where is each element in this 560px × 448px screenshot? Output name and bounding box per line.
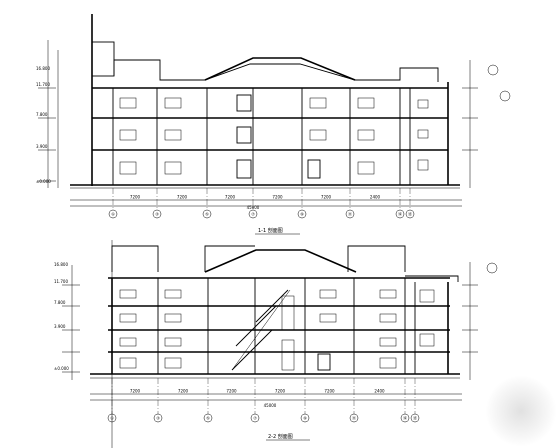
bay-dimension: 2400 (374, 389, 385, 394)
axis-label: ⑬ (413, 415, 417, 421)
axis-label: ⑬ (408, 211, 412, 217)
axis-label: ⑤ (205, 212, 209, 217)
bay-dimension: 7200 (177, 195, 188, 200)
grid-axes-2 (107, 378, 420, 423)
axis-label: ① (110, 416, 114, 421)
axis-label: ⑨ (303, 416, 307, 421)
axis-label: ③ (156, 416, 160, 421)
axis-label: ⑨ (300, 212, 304, 217)
level-mark: 3.900 (36, 144, 48, 149)
roof-profile (113, 59, 439, 82)
axis-label: ⑤ (206, 416, 210, 421)
axis-label: ⑦ (253, 416, 257, 421)
parapet-tower (91, 41, 115, 77)
bay-dimension: 7200 (324, 389, 335, 394)
level-mark: ±0.000 (36, 179, 51, 184)
bay-dimension: 7200 (226, 389, 237, 394)
level-mark: 7.800 (36, 112, 48, 117)
axis-label: ⑫ (398, 211, 402, 217)
openings-2 (119, 289, 435, 371)
axis-label: ⑪ (352, 415, 356, 421)
level-mark: 7.800 (54, 300, 66, 305)
bay-dimension: 7200 (225, 195, 236, 200)
level-mark: 16.800 (36, 66, 50, 71)
bay-dimension: 7200 (321, 195, 332, 200)
openings-1 (119, 94, 429, 179)
total-dimension-1: 45000 (247, 205, 260, 210)
grid-axes-1 (108, 188, 415, 219)
level-mark: ±0.000 (54, 366, 69, 371)
section-1-1: 45000 1-1 剖面图 (38, 14, 511, 235)
section-title-1: 1-1 剖面图 (258, 227, 283, 234)
columns-2 (111, 278, 449, 374)
level-mark: 11.700 (36, 82, 50, 87)
bay-dimension: 7200 (178, 389, 189, 394)
bay-dimension: 7200 (272, 195, 283, 200)
detail-callout-2 (486, 262, 498, 274)
level-mark: 3.900 (54, 324, 66, 329)
watermark (486, 376, 556, 446)
columns-1 (112, 82, 449, 185)
bay-dimension: 2400 (370, 195, 381, 200)
section-title-2: 2-2 剖面图 (268, 433, 293, 440)
axis-label: ① (111, 212, 115, 217)
axis-label: ⑪ (348, 211, 352, 217)
section-2-2: 45000 2-2 剖面图 (62, 240, 498, 448)
level-mark: 16.800 (54, 262, 68, 267)
gable-roof-2 (204, 249, 357, 273)
bay-dimension: 7200 (130, 195, 141, 200)
bay-dimension: 7200 (275, 389, 286, 394)
axis-label: ⑫ (403, 415, 407, 421)
left-parapet-2 (111, 245, 159, 272)
staircase (231, 289, 295, 371)
bay-dimension: 7200 (130, 389, 141, 394)
detail-callout (499, 90, 511, 102)
gable-roof (204, 57, 356, 81)
axis-label: ③ (155, 212, 159, 217)
axis-label: ⑦ (251, 212, 255, 217)
level-mark: 11.700 (54, 279, 68, 284)
total-dimension-2: 45000 (264, 403, 277, 408)
